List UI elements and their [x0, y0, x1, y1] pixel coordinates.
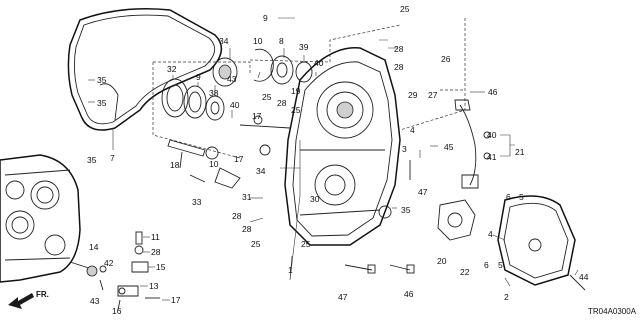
callout-7: 7: [110, 153, 115, 163]
callout-40: 41: [487, 152, 497, 162]
callout-28: 28: [242, 224, 252, 234]
side-plate: [497, 195, 586, 291]
bolts-bottom: [344, 160, 415, 274]
callout-43: 43: [227, 74, 237, 84]
shaft-group: [167, 115, 291, 189]
callout-37: 39: [299, 42, 309, 52]
callout-25: 25: [291, 105, 301, 115]
callout-42: 43: [90, 296, 100, 306]
callout-47: 47: [418, 187, 428, 197]
callout-4: 4: [488, 229, 493, 239]
callout-6: 6: [484, 260, 489, 270]
callout-5: 5: [498, 260, 503, 270]
callout-40: 40: [487, 130, 497, 140]
callout-33: 34: [219, 36, 229, 46]
frame-left: [152, 62, 241, 159]
callout-5: 5: [519, 192, 524, 202]
frame-left-top: [153, 61, 251, 75]
callout-15: 15: [156, 262, 166, 272]
callout-25: 25: [400, 4, 410, 14]
callout-2: 3: [402, 144, 407, 154]
callout-21: 19: [291, 86, 301, 96]
callout-25: 25: [301, 239, 311, 249]
callout-17: 16: [112, 306, 122, 316]
front-direction-arrow: [8, 293, 34, 309]
callout-47: 47: [338, 292, 348, 302]
callout-46: 46: [404, 289, 414, 299]
callout-3: 2: [504, 292, 509, 302]
callout-45: 44: [579, 272, 589, 282]
callout-18: 17: [171, 295, 181, 305]
callout-10: 10: [209, 159, 219, 169]
callout-20: 18: [170, 160, 180, 170]
callout-34: 35: [401, 205, 411, 215]
gasket-outline: [67, 8, 223, 131]
transmission-case: [0, 154, 81, 283]
callout-16: 17: [252, 111, 262, 121]
callout-28: 28: [394, 44, 404, 54]
callout-25: 25: [251, 239, 261, 249]
solenoid-assembly: [437, 99, 491, 241]
callout-4: 4: [410, 125, 415, 135]
callout-25: 26: [441, 54, 451, 64]
callout-31: 33: [192, 197, 202, 207]
callout-11: 9: [263, 13, 268, 23]
callout-10: 10: [253, 36, 263, 46]
callout-28: 29: [408, 90, 418, 100]
callout-1: 1: [288, 265, 293, 275]
callout-6: 6: [506, 192, 511, 202]
callout-28: 28: [277, 98, 287, 108]
callout-28: 30: [310, 194, 320, 204]
leader-lines: [88, 17, 579, 301]
callout-22: 20: [437, 256, 447, 266]
callout-38: 40: [230, 100, 240, 110]
callout-35: 35: [97, 98, 107, 108]
callout-27: 28: [151, 247, 161, 257]
callout-labels: 9 25 28 26 28 34 10 8 39 43 40 32 9 38 4…: [87, 4, 589, 316]
diagram-code: TR04A0300A: [588, 307, 637, 316]
callout-25: 25: [262, 92, 272, 102]
front-direction-label: FR.: [36, 290, 49, 299]
callout-35: 35: [97, 75, 107, 85]
callout-24: 22: [460, 267, 470, 277]
callout-26: 28: [232, 211, 242, 221]
callout-19: 17: [234, 154, 244, 164]
frame-right: [399, 18, 466, 131]
callout-8: 8: [279, 36, 284, 46]
callout-29: 31: [242, 192, 252, 202]
callout-28: 28: [394, 62, 404, 72]
callout-46: 46: [488, 87, 498, 97]
callout-12: 11: [151, 232, 160, 242]
callout-9: 9: [196, 72, 201, 82]
callout-14: 14: [89, 242, 99, 252]
callout-44: 45: [444, 142, 454, 152]
callout-30: 32: [167, 64, 177, 74]
callout-32: 34: [256, 166, 266, 176]
callout-13: 13: [149, 281, 159, 291]
small-hardware-left: [69, 231, 160, 311]
callout-23: 21: [515, 147, 525, 157]
callout-25: 27: [428, 90, 438, 100]
callout-39: 40: [314, 58, 324, 68]
callout-41: 42: [104, 258, 114, 268]
side-cover: [284, 47, 401, 246]
callout-35: 35: [87, 155, 97, 165]
callout-36: 38: [209, 88, 219, 98]
